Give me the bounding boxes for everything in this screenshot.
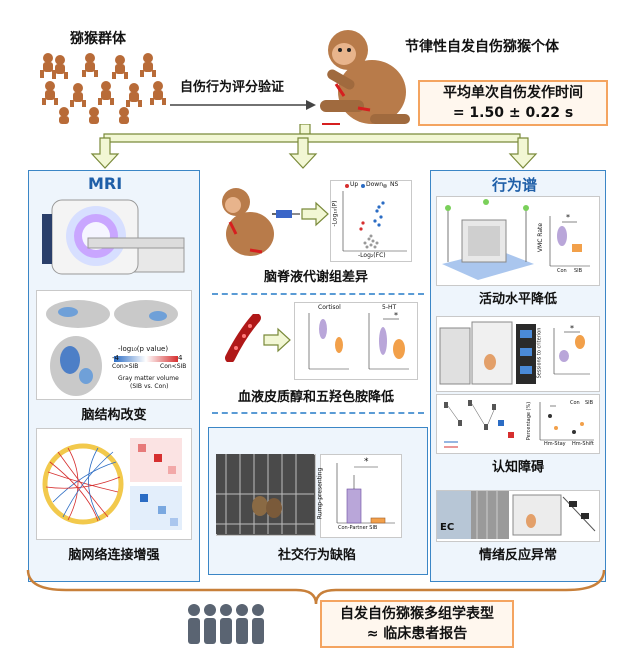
gray-matter-sub: (SIB vs. Con) [130,383,169,390]
vmc-ylabel: VMC Rate [537,222,545,253]
individual-title: 节律性自发自伤猕猴个体 [405,39,559,55]
colorbar-label: -log₁₀(p value) [118,345,169,353]
summary-brace [26,569,606,605]
cortisol-title: Cortisol [318,304,341,311]
emotion-test-illustration [437,491,596,539]
blood-vessel-icon [225,314,261,362]
colorbar-min: -4 [112,354,119,362]
volcano-xlabel: -Log₂(FC) [358,252,386,259]
population-title: 猕猴群体 [70,31,126,47]
sig-star-social: * [364,457,369,467]
vmc-x-con: Con [557,268,567,274]
cognition-task-panel [436,394,600,454]
brain-structure-caption: 脑结构改变 [81,408,147,423]
hormone-violin-plots [308,313,409,370]
attack-duration-line2: = 1.50 ± 0.22 s [452,105,574,121]
middle-divider-2 [212,412,424,414]
sessions-chart [553,328,590,375]
sib-monkey-illustration [320,30,410,125]
emotion-caption: 情绪反应异常 [478,548,557,563]
middle-divider-1 [212,293,424,295]
mri-title: MRI [88,174,123,193]
branch-arrows [90,124,538,169]
serotonin-title: 5-HT [382,304,397,311]
gray-matter-label: Gray matter volume [118,375,179,382]
blood-caption: 血液皮质醇和五羟色胺降低 [237,390,394,405]
vmc-star: * [566,213,570,222]
syringe-icon [272,210,300,218]
sessions-star: * [570,324,574,333]
vmc-rate-chart [549,216,590,267]
brain-network-caption: 脑网络连接增强 [68,548,160,563]
summary-box: 自发自伤猕猴多组学表型 ≈ 临床患者报告 [320,600,514,648]
percentage-x-stay: Hm-Stay [544,441,566,447]
validation-label: 自伤行为评分验证 [180,80,285,95]
summary-line2: ≈ 临床患者报告 [366,626,468,642]
volcano-plot-panel [330,180,412,262]
cognition-caption: 认知障碍 [491,460,544,475]
csf-arrow [301,201,329,227]
social-caption: 社交行为缺陷 [277,548,356,563]
percentage-ylabel: Percentage (%) [526,401,533,441]
summary-line1: 自发自伤猕猴多组学表型 [340,606,494,622]
attack-duration-box: 平均单次自伤发作时间 = 1.50 ± 0.22 s [418,80,608,126]
sig-star-hormone: * [394,311,398,320]
connectome-chord-diagram [42,438,182,530]
percentage-chart [539,402,594,441]
csf-caption: 脑脊液代谢组差异 [263,270,368,285]
volcano-legend-up: Up [350,181,359,188]
volcano-ylabel: -Log₁₀(P) [331,200,339,227]
cognition-apparatus-illustration [439,321,536,385]
monkey-group-icon [40,53,166,124]
rump-presenting-bar-chart [336,463,395,524]
reversal-task-diagram [444,400,514,448]
volcano-legend-ns: NS [390,181,399,188]
mri-scanner-illustration [42,199,185,275]
sessions-ylabel: Sessions to criterion [536,327,543,379]
activity-cage-illustration [442,199,534,280]
attack-duration-line1: 平均单次自伤发作时间 [443,85,583,101]
ec-label: EC [440,522,455,533]
validation-arrow [170,100,316,110]
patients-group-icon [188,604,264,644]
blood-arrow [263,327,291,353]
percentage-legend-sib: SIB [585,400,594,406]
colorbar-left-label: Con>SIB [112,363,139,370]
social-cage-photo [216,454,314,534]
brain-surface-maps [46,300,178,396]
volcano-legend-down: Down [366,181,384,188]
percentage-legend-con: Con [570,400,580,406]
percentage-x-shift: Hm-Shift [572,441,594,447]
vmc-x-sib: SIB [574,268,583,274]
activity-caption: 活动水平降低 [478,292,557,307]
volcano-plot [342,184,407,252]
colorbar-right-label: Con<SIB [160,363,187,370]
colorbar-max: 4 [178,354,183,362]
rump-ylabel: Rump-presenting [316,467,324,520]
csf-monkey-illustration [222,188,274,256]
behavior-title: 行为谱 [492,176,538,194]
social-xlabels: Con-Partner SIB [338,525,378,531]
